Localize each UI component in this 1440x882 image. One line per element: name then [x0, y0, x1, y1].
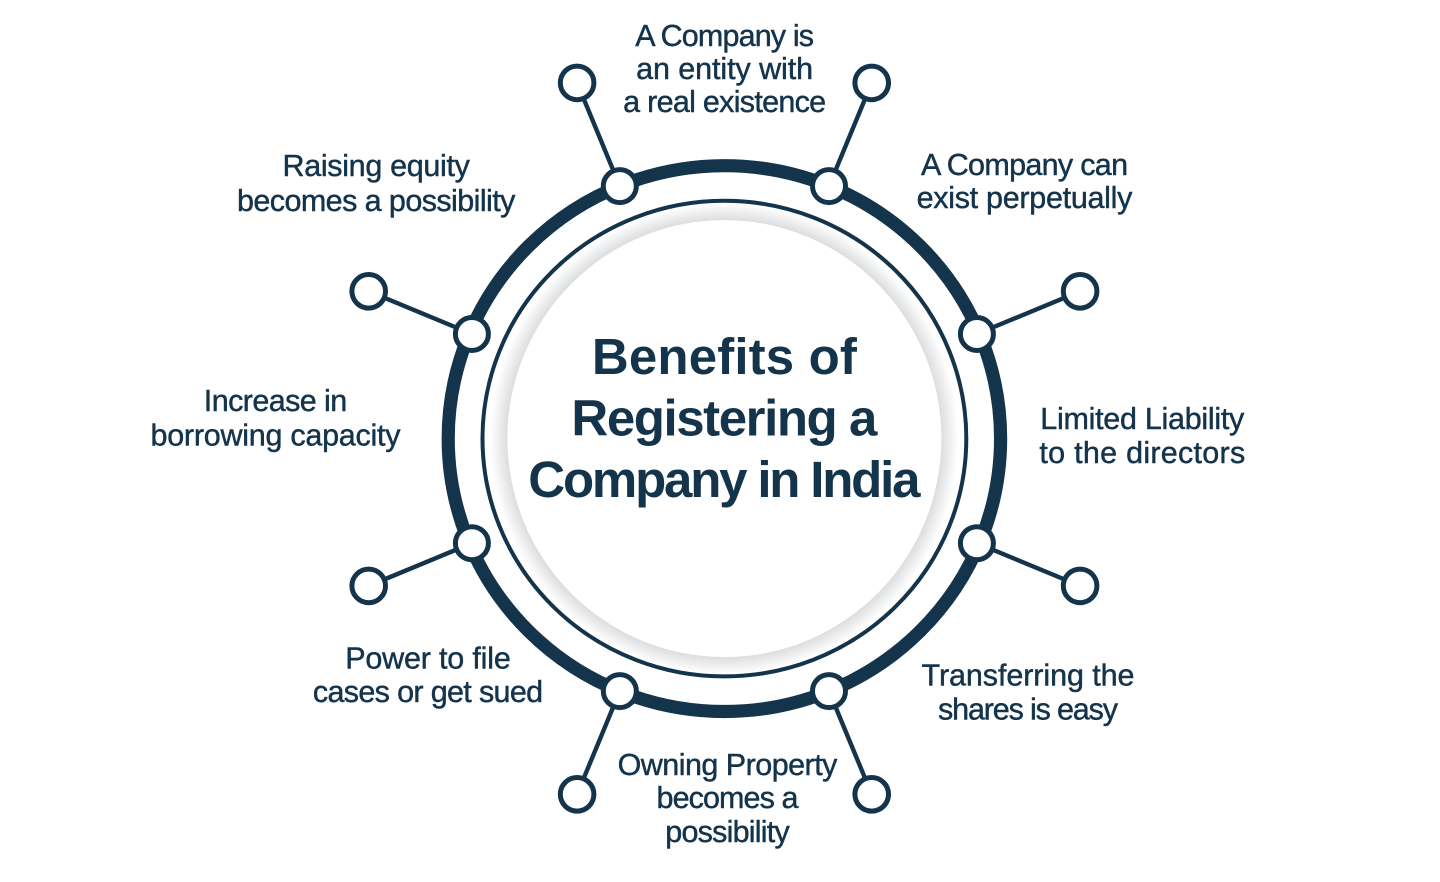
svg-text:an entity with: an entity with — [636, 52, 813, 86]
svg-text:shares is easy: shares is easy — [938, 693, 1119, 727]
svg-text:Company in India: Company in India — [528, 451, 921, 508]
svg-text:possibility: possibility — [665, 815, 790, 849]
svg-text:Owning Property: Owning Property — [618, 748, 839, 782]
svg-text:Raising equity: Raising equity — [283, 149, 471, 183]
svg-text:A Company can: A Company can — [921, 148, 1128, 182]
svg-text:becomes a possibility: becomes a possibility — [237, 184, 516, 218]
svg-text:Increase in: Increase in — [204, 384, 347, 418]
svg-text:Benefits of: Benefits of — [592, 328, 858, 385]
svg-text:borrowing capacity: borrowing capacity — [151, 419, 402, 453]
svg-text:Registering a: Registering a — [571, 390, 878, 447]
svg-text:to the directors: to the directors — [1039, 436, 1245, 470]
svg-text:becomes a: becomes a — [657, 781, 799, 815]
svg-text:a real existence: a real existence — [623, 85, 826, 119]
svg-text:Limited Liability: Limited Liability — [1040, 402, 1245, 436]
svg-text:cases or get sued: cases or get sued — [313, 675, 543, 709]
svg-text:Power to file: Power to file — [345, 642, 511, 676]
svg-text:Transferring the: Transferring the — [922, 659, 1135, 693]
svg-text:exist perpetually: exist perpetually — [917, 181, 1134, 215]
svg-text:A Company is: A Company is — [635, 19, 814, 53]
